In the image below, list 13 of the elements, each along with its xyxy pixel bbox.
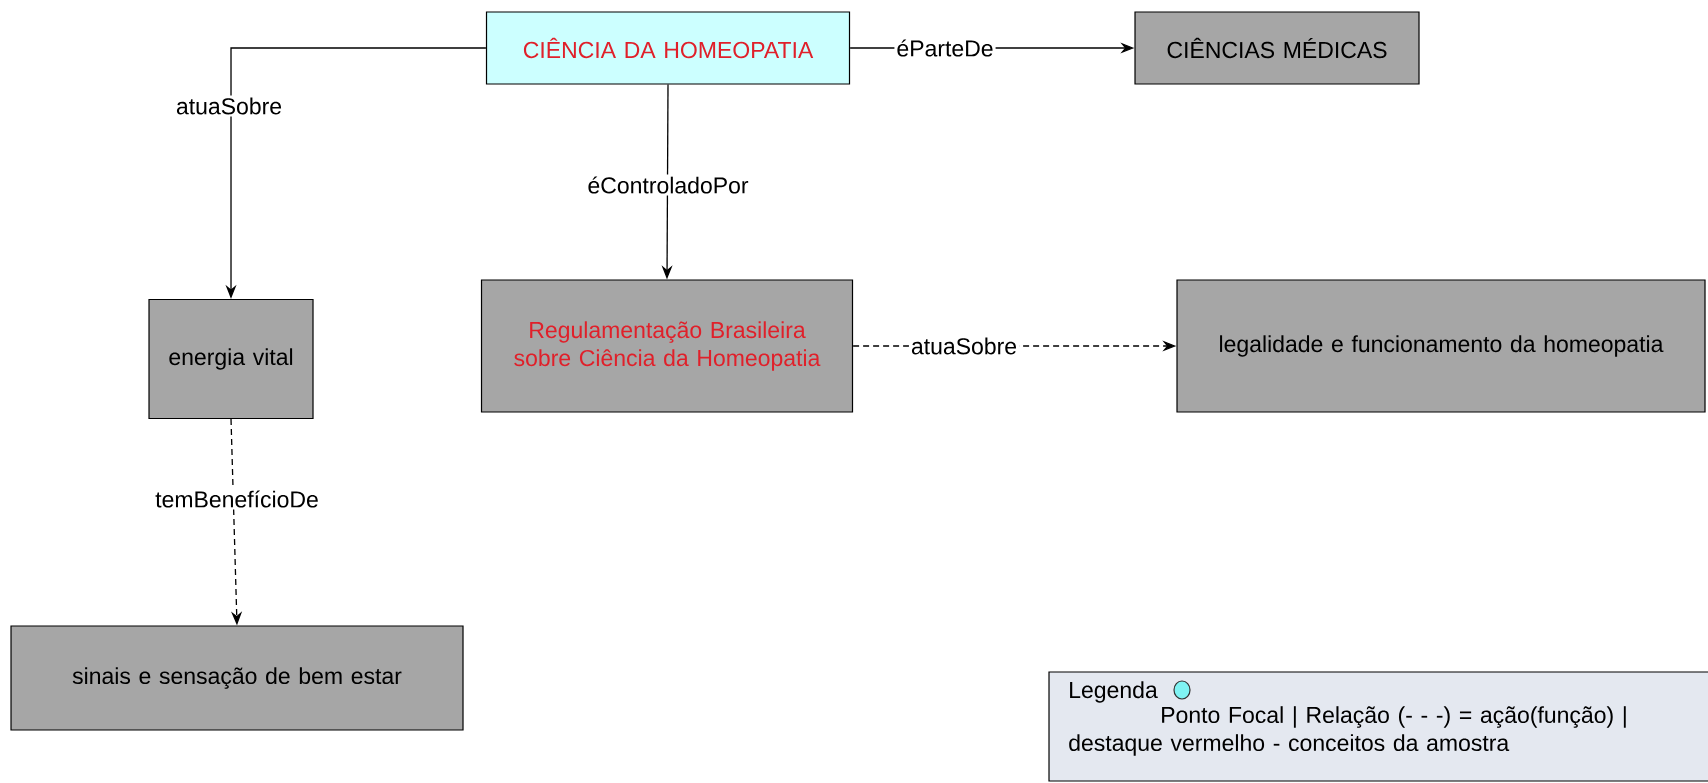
edge-label: atuaSobre — [176, 97, 282, 115]
concept-box: legalidade e funcionamento da homeopatia — [1176, 279, 1706, 413]
concept-box: sinais e sensação de bem estar — [10, 625, 464, 731]
edge-label: éControladoPor — [588, 176, 749, 194]
concept-box: energia vital — [148, 298, 314, 420]
edge-label: temBenefícioDe — [155, 490, 318, 508]
concept-box: Regulamentação Brasileira sobre Ciência da Homeopatia — [480, 279, 854, 413]
edge-label: éParteDe — [897, 39, 993, 57]
edge-label: atuaSobre — [911, 337, 1017, 355]
concept-box: CIÊNCIAS MÉDICAS — [1134, 11, 1420, 85]
legend-title: Legenda — [1070, 681, 1158, 703]
concept-box: CIÊNCIA DA HOMEOPATIA — [485, 11, 851, 85]
legend-text: Ponto Focal | Relação (- - -) = ação(função) | destaque vermelho - conceitos da amostra — [1069, 706, 1626, 756]
